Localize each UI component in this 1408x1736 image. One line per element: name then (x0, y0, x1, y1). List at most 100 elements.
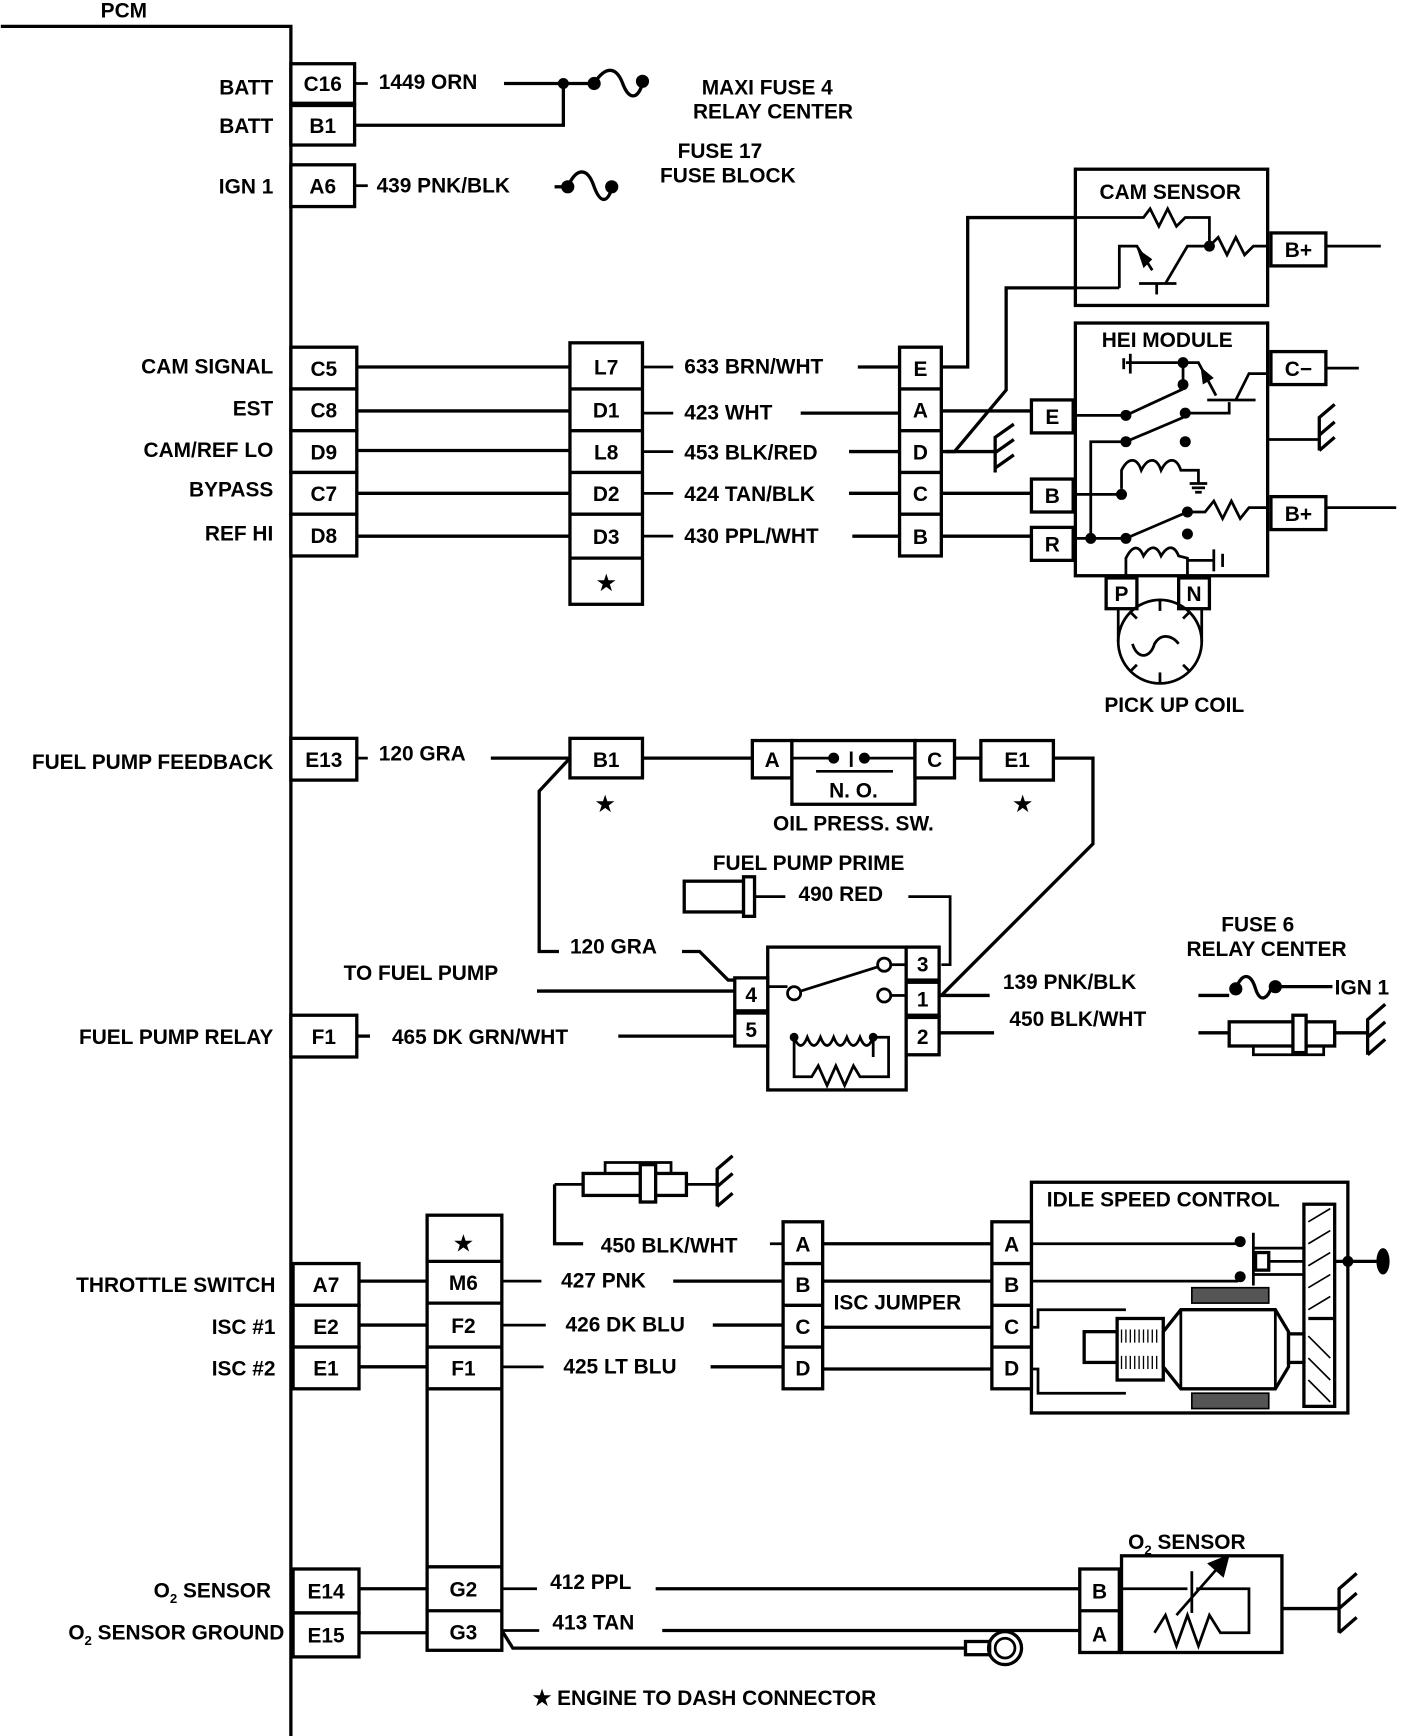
throttle-position-sensor-icon (554, 1154, 734, 1208)
pcm-terminals: BATT C16 BATT B1 IGN 1 A6 CAM SIGNAL C5 … (32, 62, 361, 1659)
to-fuel-pump-label: TO FUEL PUMP (344, 962, 499, 985)
fuse6-label-1: FUSE 6 (1221, 914, 1294, 937)
coil-icon (1120, 459, 1200, 489)
isc-jumper-label: ISC JUMPER (834, 1292, 962, 1315)
relay-pin-2-label: 2 (917, 1026, 929, 1049)
ground-icon (1317, 403, 1336, 452)
terminal-label-cam-signal: CAM SIGNAL (141, 356, 273, 379)
pin-d8[interactable] (289, 512, 359, 558)
fuel-pump-section: 120 GRA B1 ★ A N. O. C OIL PRESS. SW. E1… (344, 736, 1390, 1092)
ignition-section: L7 D1 L8 D2 D3 ★ 633 BRN/WHT 423 WHT 453… (356, 215, 1133, 606)
pin-a6[interactable] (289, 163, 357, 209)
terminal-label-batt-2: BATT (219, 115, 273, 138)
wire-1449-orn: 1449 ORN (379, 71, 478, 94)
dist-pin-d: D (913, 441, 928, 464)
wire-427: 427 PNK (561, 1270, 646, 1293)
wire-450: 450 BLK/WHT (1009, 1008, 1146, 1031)
isc-pin-c: C (1004, 1316, 1019, 1339)
conn-pin-d3: D3 (593, 526, 620, 549)
pin-c16-label: C16 (304, 73, 342, 96)
pcm-block: PCM (0, 0, 293, 1736)
wire-465: 465 DK GRN/WHT (392, 1026, 568, 1049)
pin-e1-label: E1 (313, 1358, 339, 1381)
pin-e13[interactable] (289, 736, 359, 782)
wire-120-gra: 120 GRA (379, 742, 466, 765)
terminal-label-throttle-switch: THROTTLE SWITCH (76, 1274, 275, 1297)
pin-c7-label: C7 (311, 483, 338, 506)
oil-sw-pin-a-label: A (765, 749, 780, 772)
terminal-label-batt: BATT (219, 76, 273, 99)
terminal-label-ref-hi: REF HI (205, 523, 273, 546)
wire-413: 413 TAN (552, 1611, 634, 1634)
pin-e15[interactable] (291, 1611, 361, 1659)
hatched-plunger-icon (1302, 1202, 1337, 1409)
maxi-fuse-label-2: RELAY CENTER (693, 101, 853, 124)
hei-pin-r[interactable] (1029, 525, 1075, 563)
conn-pin-l8: L8 (594, 441, 618, 464)
relay-pin-1[interactable] (904, 980, 941, 1017)
ground-connector-icon (1227, 1013, 1337, 1057)
terminal-label-fuel-pump-feedback: FUEL PUMP FEEDBACK (32, 751, 273, 774)
resistor-icon (1153, 1611, 1227, 1650)
relay-pin-4[interactable] (733, 976, 770, 1013)
oil-sw-label: OIL PRESS. SW. (773, 813, 934, 836)
hei-pin-p-label: P (1115, 583, 1129, 606)
wire-450-isc: 450 BLK/WHT (601, 1235, 738, 1258)
o2-pin-b: B (1092, 1581, 1107, 1604)
wire-426: 426 DK BLU (566, 1314, 685, 1337)
pin-e13-label: E13 (305, 749, 342, 772)
jumper-pin-b: B (795, 1274, 810, 1297)
ground-icon (715, 1154, 734, 1208)
fuse-6-icon (1234, 974, 1273, 1000)
dist-pin-e: E (913, 358, 927, 381)
conn-pin-l7: L7 (594, 357, 618, 380)
relay-pin-3-label: 3 (917, 953, 929, 976)
resistor-icon (1208, 234, 1268, 258)
pin-b1[interactable] (289, 103, 357, 147)
cam-pin-bplus[interactable] (1269, 231, 1328, 268)
oil-sw-pin-c-label: C (927, 749, 942, 772)
hei-pin-b-label: B (1045, 485, 1060, 508)
pin-e15-label: E15 (307, 1625, 345, 1648)
motor-body-icon (1161, 1308, 1291, 1391)
dash-conn-b1-label: B1 (593, 749, 620, 772)
terminal-label-o2-sensor-ground: O2 SENSOR GROUND (68, 1621, 284, 1647)
power-section: 1449 ORN MAXI FUSE 4 RELAY CENTER 439 PN… (354, 68, 853, 201)
ground-icon (1337, 1572, 1358, 1634)
hei-pin-p[interactable] (1104, 576, 1139, 611)
fuel-pump-prime-connector[interactable] (682, 879, 746, 914)
pin-f1[interactable] (289, 1013, 359, 1059)
cam-pin-bplus-label: B+ (1285, 239, 1312, 262)
relay-pin-5[interactable] (733, 1011, 770, 1048)
hei-pin-e[interactable] (1029, 398, 1075, 435)
hei-pin-n[interactable] (1177, 576, 1212, 611)
isc-section: ★ M6 F2 F1 G2 G3 450 BLK/WHT 427 PNK 426… (358, 1154, 1390, 1652)
isc-pin-b: B (1004, 1274, 1019, 1297)
hei-pin-r-label: R (1045, 534, 1060, 557)
dash-conn-e1[interactable] (979, 738, 1056, 782)
pcm-label: PCM (101, 0, 147, 23)
coil-icon (1124, 546, 1189, 576)
wire-490-red: 490 RED (798, 883, 883, 906)
o2-sensor-title: O2 SENSOR (1128, 1531, 1245, 1557)
cam-sensor-title: CAM SENSOR (1100, 181, 1241, 204)
oil-sw-pin-c[interactable] (913, 738, 957, 780)
oil-sw-no: N. O. (829, 780, 878, 803)
terminal-label-est: EST (233, 397, 274, 420)
relay-pin-4-label: 4 (745, 984, 757, 1007)
pcm-outline (0, 24, 293, 1736)
ground-icon (1365, 1003, 1387, 1057)
pin-e14-label: E14 (307, 1581, 345, 1604)
isc-pin-d: D (1004, 1358, 1019, 1381)
wire-453: 453 BLK/RED (684, 441, 817, 464)
pin-a7-label: A7 (313, 1274, 340, 1297)
dash-connector-c2 (425, 1213, 504, 1652)
terminal-label-cam-ref-lo: CAM/REF LO (144, 439, 274, 462)
magnet-icon (1191, 1286, 1270, 1304)
pin-a6-label: A6 (309, 175, 336, 198)
resistor-icon (1075, 205, 1211, 244)
pin-c16[interactable] (289, 62, 357, 105)
relay-pin-2[interactable] (904, 1015, 941, 1057)
hei-pin-bplus[interactable] (1269, 494, 1328, 532)
